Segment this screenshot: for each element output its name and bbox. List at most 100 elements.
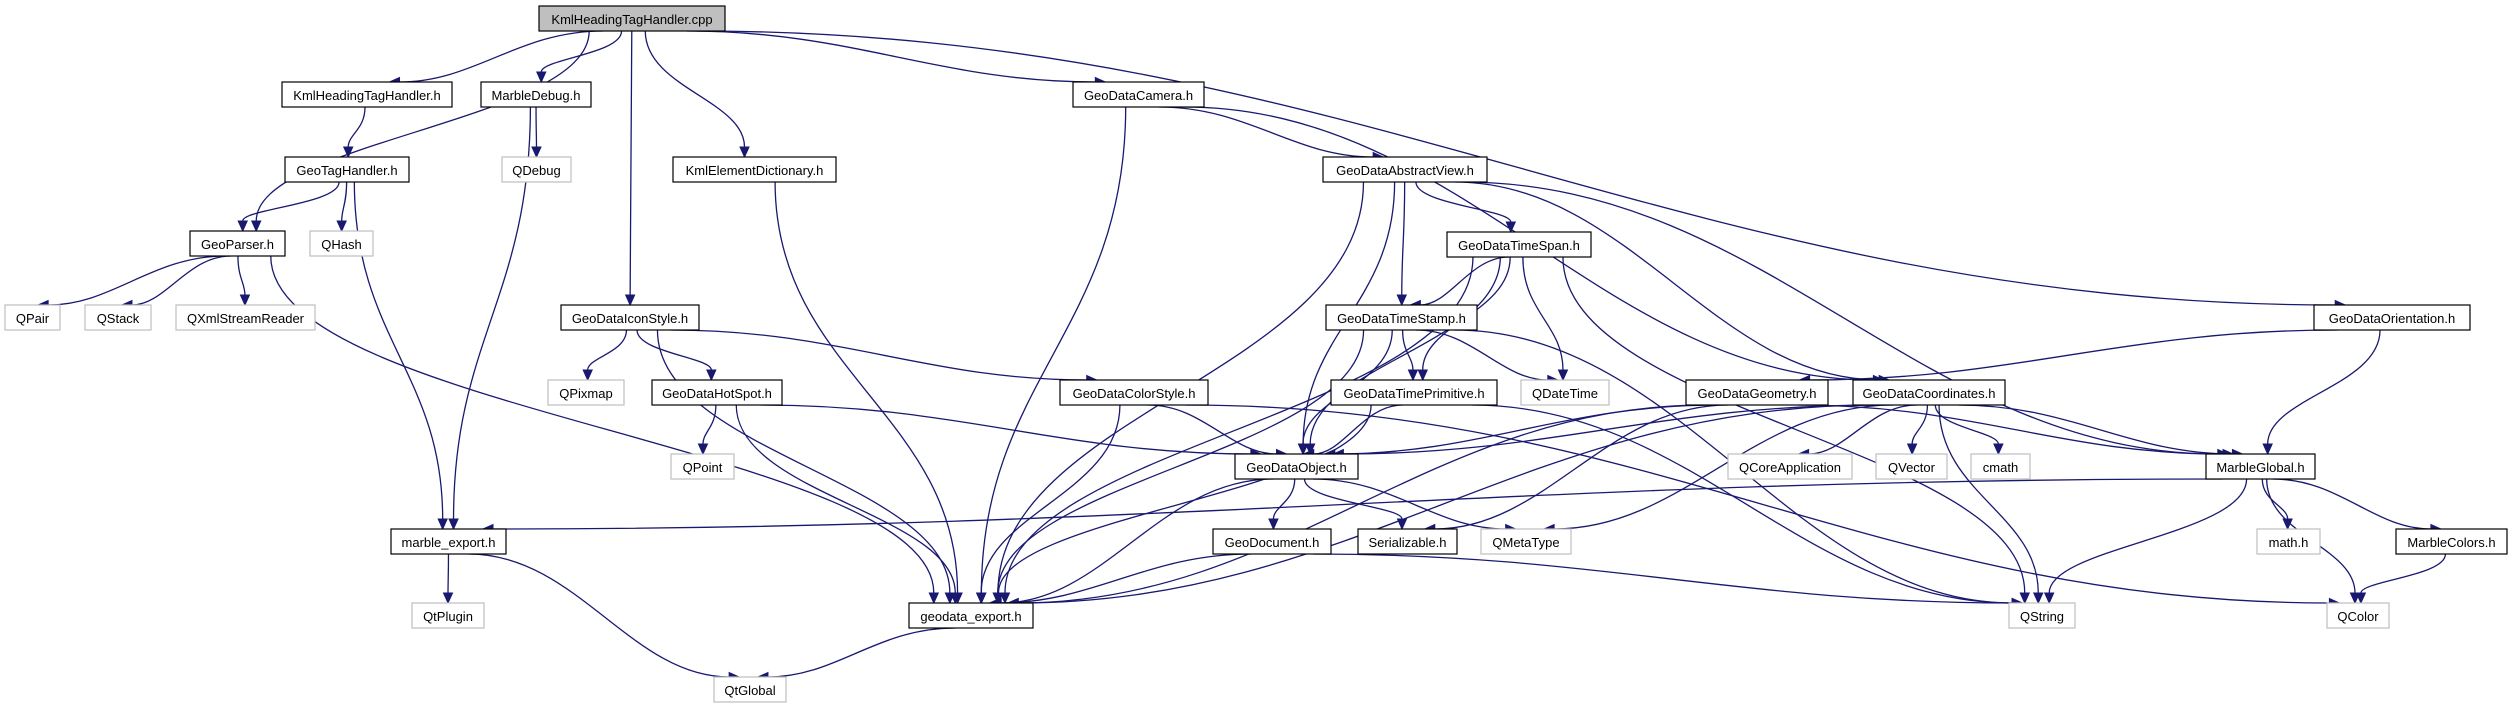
node-marbledebug-h[interactable]: MarbleDebug.h (480, 81, 592, 108)
node-box (1325, 304, 1478, 331)
edge-orient-to-mglobal (2262, 329, 2381, 456)
node-box (1072, 81, 1205, 108)
node-qdebug: QDebug (501, 156, 572, 183)
arrowhead-icon (2262, 443, 2273, 456)
edge-root-to-iconstyle (624, 30, 636, 307)
edge-line (1462, 181, 2218, 455)
edge-root-to-parser (250, 30, 590, 233)
node-box (1322, 156, 1488, 183)
edge-line (1420, 256, 1510, 306)
node-geodatacamera-h[interactable]: GeoDataCamera.h (1072, 81, 1205, 108)
node-label: GeoDataObject.h (1246, 460, 1346, 475)
edge-mcolors-to-qcolor (2355, 553, 2447, 605)
node-geodocument-h[interactable]: GeoDocument.h (1212, 528, 1332, 555)
arrowhead-icon (1407, 369, 1419, 382)
node-box (1357, 528, 1458, 555)
edge-mdebug-to-qdebug (531, 106, 542, 159)
node-box (670, 453, 735, 480)
node-label: GeoParser.h (201, 237, 274, 252)
node-kmlheadingtaghandler-cpp[interactable]: KmlHeadingTagHandler.cpp (538, 5, 726, 32)
node-box (284, 156, 410, 183)
edge-colorstyle-to-qcolor (1185, 404, 2341, 609)
node-label: Serializable.h (1368, 535, 1446, 550)
node-geodataobject-h[interactable]: GeoDataObject.h (1234, 453, 1359, 480)
node-geodataorientation-h[interactable]: GeoDataOrientation.h (2313, 304, 2471, 331)
node-qpoint: QPoint (670, 453, 735, 480)
edge-object-to-qmetatype (1312, 478, 1517, 535)
node-label: GeoDataAbstractView.h (1336, 163, 1474, 178)
node-geodatacoordinates-h[interactable]: GeoDataCoordinates.h (1852, 379, 2006, 406)
node-geodata-export-h[interactable]: geodata_export.h (908, 602, 1034, 629)
edge-line (1808, 404, 1917, 455)
node-box (1330, 379, 1498, 406)
node-box (2395, 528, 2508, 555)
arrowhead-icon (1268, 518, 1279, 531)
node-box (713, 676, 787, 703)
edge-gexport-to-qtglobal (756, 627, 956, 683)
node-label: QPair (16, 311, 50, 326)
edge-absview-to-timestamp (1396, 181, 1408, 307)
node-geodataabstractview-h[interactable]: GeoDataAbstractView.h (1322, 156, 1488, 183)
arrowhead-icon (2019, 592, 2031, 605)
node-kmlheadingtaghandler-h[interactable]: KmlHeadingTagHandler.h (281, 81, 453, 108)
node-geotaghandler-h[interactable]: GeoTagHandler.h (284, 156, 410, 183)
node-geodatatimeprimitive-h[interactable]: GeoDataTimePrimitive.h (1330, 379, 1498, 406)
node-marblecolors-h[interactable]: MarbleColors.h (2395, 528, 2508, 555)
edge-line (1185, 404, 2330, 604)
edge-line (1434, 404, 1729, 530)
node-geodatatimespan-h[interactable]: GeoDataTimeSpan.h (1446, 231, 1592, 258)
node-box (651, 379, 783, 406)
node-geodataiconstyle-h[interactable]: GeoDataIconStyle.h (560, 304, 700, 331)
edge-line (1522, 256, 1564, 371)
node-geoparser-h[interactable]: GeoParser.h (189, 230, 286, 257)
edge-iconstyle-to-colorstyle (670, 329, 1098, 386)
node-label: GeoDataGeometry.h (1698, 386, 1817, 401)
edge-line (48, 255, 227, 306)
edge-coords-to-qvector (1906, 404, 1929, 456)
node-box (281, 81, 453, 108)
edge-colorstyle-to-gexport (975, 404, 1121, 605)
edge-geometry-to-gexport (1006, 404, 1708, 609)
edge-timestamp-to-timeprim (1401, 329, 1419, 382)
node-geodatageometry-h[interactable]: GeoDataGeometry.h (1685, 379, 1829, 406)
edge-mexport-to-qtglobal (468, 553, 741, 683)
arrowhead-icon (1906, 443, 1918, 456)
edge-line (1018, 404, 1876, 604)
arrowhead-icon (1557, 369, 1569, 382)
node-label: QtGlobal (724, 683, 775, 698)
node-label: GeoDataCamera.h (1084, 88, 1193, 103)
node-marbleglobal-h[interactable]: MarbleGlobal.h (2205, 453, 2316, 480)
node-label: marble_export.h (402, 535, 496, 550)
nodes-layer: KmlHeadingTagHandler.cppKmlHeadingTagHan… (4, 5, 2508, 703)
node-box (1234, 453, 1359, 480)
node-box (560, 304, 700, 331)
edge-coords-to-qcoreapp (1797, 404, 1917, 460)
arrowhead-icon (1304, 443, 1316, 456)
node-kmlelementdictionary-h[interactable]: KmlElementDictionary.h (672, 156, 837, 183)
arrowhead-icon (1297, 443, 1309, 456)
node-serializable-h[interactable]: Serializable.h (1357, 528, 1458, 555)
node-label: GeoDataTimeStamp.h (1337, 311, 1466, 326)
edge-line (629, 30, 633, 296)
node-box (2256, 528, 2321, 555)
arrowhead-icon (999, 592, 1011, 605)
arrowhead-icon (975, 592, 987, 605)
node-geodatatimestamp-h[interactable]: GeoDataTimeStamp.h (1325, 304, 1478, 331)
node-geodatahotspot-h[interactable]: GeoDataHotSpot.h (651, 379, 783, 406)
edge-line (1158, 106, 1374, 158)
node-label: KmlHeadingTagHandler.cpp (551, 12, 712, 27)
edges-layer (36, 30, 2447, 683)
node-qtglobal: QtGlobal (713, 676, 787, 703)
edge-geodoc-to-qstring (1313, 553, 2024, 609)
node-geodatacolorstyle-h[interactable]: GeoDataColorStyle.h (1059, 379, 1209, 406)
edge-line (399, 30, 604, 83)
arrowhead-icon (2032, 592, 2044, 605)
node-box (2326, 602, 2390, 629)
edge-line (587, 329, 628, 371)
node-marble-export-h[interactable]: marble_export.h (390, 528, 507, 555)
edge-object-to-serial (1303, 478, 1408, 531)
node-box (1852, 379, 2006, 406)
edge-geometry-to-serial (1423, 404, 1729, 535)
edge-line (468, 553, 730, 678)
node-cmath: cmath (1970, 453, 2031, 480)
